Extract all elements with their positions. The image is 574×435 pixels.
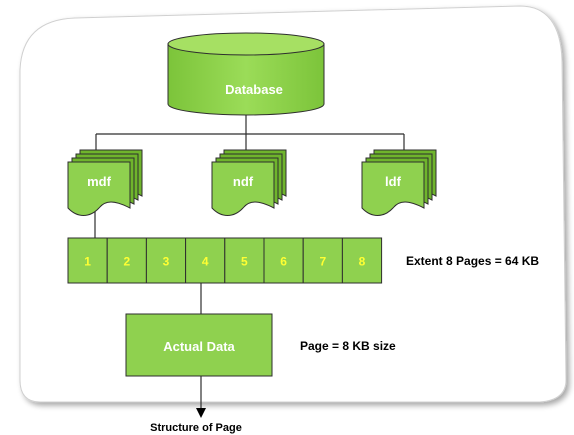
database-cylinder: Database [167, 32, 325, 116]
page-cell [67, 237, 108, 284]
file-stack-ldf: ldf [361, 149, 437, 216]
file-label-ldf: ldf [385, 174, 402, 189]
actual-data-label: Actual Data [163, 339, 235, 354]
extent-label: Extent 8 Pages = 64 KB [406, 254, 539, 268]
page-cell [341, 237, 383, 284]
database-label: Database [225, 82, 283, 97]
extent-pages: 1 2 3 4 5 6 7 8 [67, 237, 383, 284]
diagram-caption: Structure of Page [150, 422, 242, 434]
file-sheet [67, 161, 131, 216]
arrow-head [196, 408, 206, 418]
file-sheet [361, 161, 425, 216]
file-sheet [211, 161, 275, 216]
page-cell [224, 237, 265, 284]
page-cell [302, 237, 343, 284]
actual-data-box [125, 313, 273, 377]
page-number-3: 3 [163, 255, 170, 269]
page-number-4: 4 [202, 255, 209, 269]
page-cell [106, 237, 147, 284]
file-label-mdf: mdf [87, 174, 112, 189]
page-number-5: 5 [241, 255, 248, 269]
connector-lines [94, 112, 405, 410]
page-number-8: 8 [359, 255, 366, 269]
page-number-2: 2 [123, 255, 130, 269]
file-stack-ndf: ndf [211, 149, 287, 216]
page-cell [263, 237, 304, 284]
file-stack-mdf: mdf [67, 149, 143, 216]
page-cell [145, 237, 187, 284]
file-label-ndf: ndf [233, 174, 254, 189]
page-size-label: Page = 8 KB size [300, 339, 396, 353]
page-number-7: 7 [319, 255, 326, 269]
frame-panel [19, 5, 567, 403]
page-number-6: 6 [280, 255, 287, 269]
page-number-1: 1 [84, 255, 91, 269]
